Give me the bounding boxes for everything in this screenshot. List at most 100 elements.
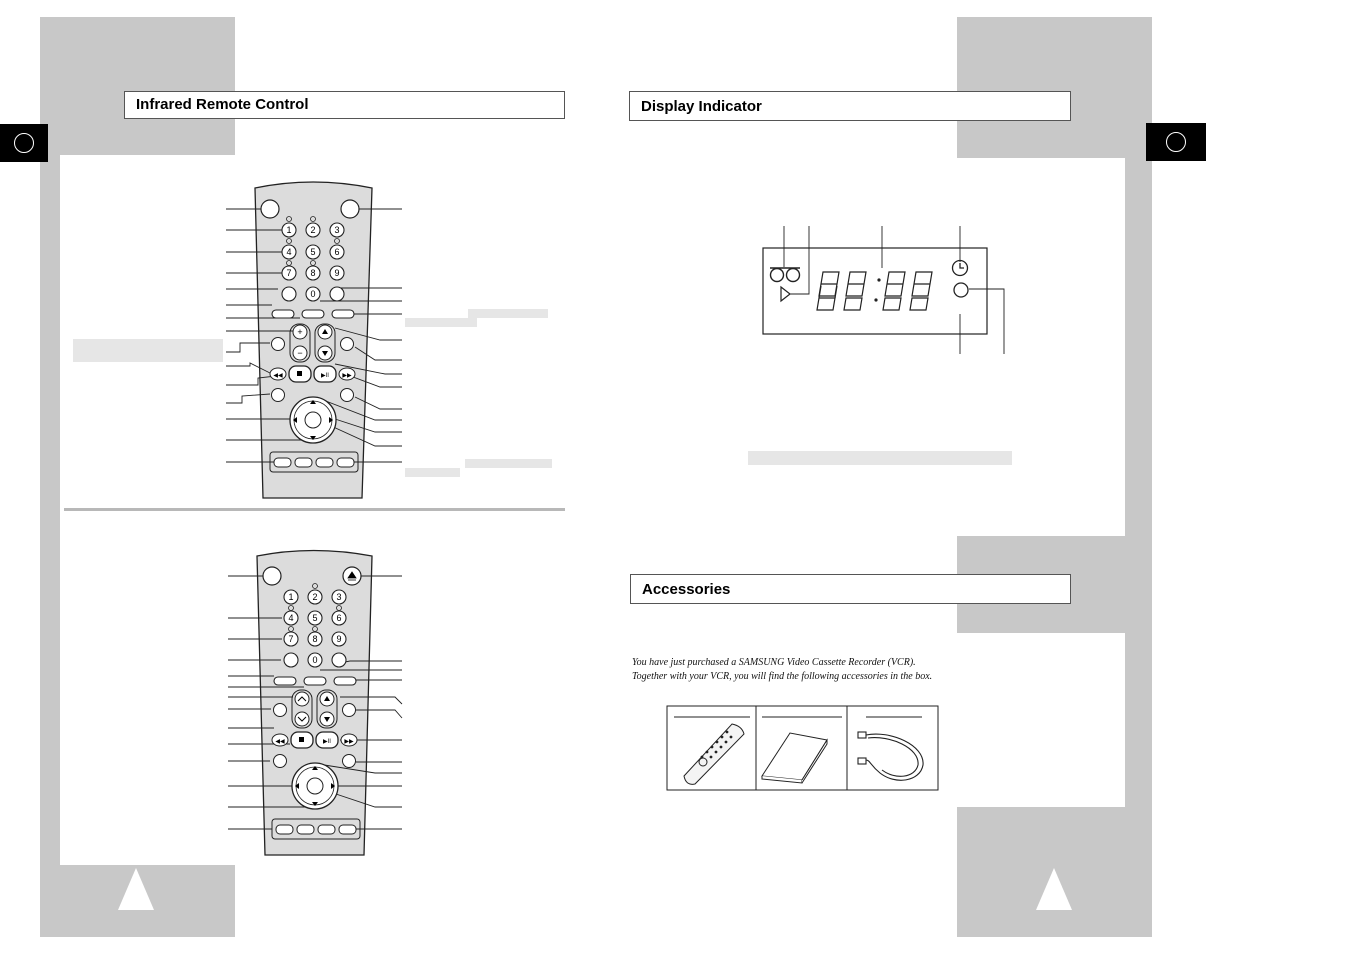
accessories-section-title: Accessories — [630, 574, 1071, 604]
key-6: 6 — [334, 247, 339, 257]
remote-section-title-text: Infrared Remote Control — [136, 96, 309, 113]
bottom-buttons — [275, 824, 357, 835]
key-mode-icons — [286, 216, 340, 266]
key-9: 9 — [336, 634, 341, 644]
circle-icon — [1166, 132, 1186, 152]
right-content-panel-top — [620, 158, 1125, 536]
keypad: 1 2 3 4 5 6 7 8 9 0 — [283, 589, 347, 668]
key-0: 0 — [312, 655, 317, 665]
callout-lines-right — [317, 575, 403, 830]
key-5: 5 — [310, 247, 315, 257]
user-manual-icon — [761, 732, 828, 784]
channel-rocker — [316, 689, 338, 729]
key-8: 8 — [310, 268, 315, 278]
keypad: 1 2 3 4 5 6 7 8 9 0 — [281, 222, 345, 302]
left-language-tab — [0, 124, 48, 162]
right-language-tab — [1146, 123, 1206, 161]
fast-forward-button — [340, 733, 358, 747]
seven-segment-digits — [816, 271, 933, 311]
bottom-button-frame — [271, 818, 361, 840]
key-2: 2 — [312, 592, 317, 602]
label-bar — [405, 318, 477, 327]
clock-icon — [951, 259, 969, 277]
remote-control-top-diagram: 1 2 3 4 5 6 7 8 9 0 + − ◀◀ ▶II ▶▶ — [226, 181, 402, 499]
display-label-bar — [748, 451, 1012, 465]
eject-icon — [347, 571, 357, 581]
volume-rocker — [289, 323, 311, 363]
small-right-button — [340, 388, 354, 402]
ok-button — [306, 777, 324, 795]
play-indicator-icon — [780, 285, 791, 303]
key-3: 3 — [336, 592, 341, 602]
accessories-intro-line1: You have just purchased a SAMSUNG Video … — [632, 657, 916, 668]
key-6: 6 — [336, 613, 341, 623]
remote-control-bottom-diagram: 1 2 3 4 5 6 7 8 9 0 ◀◀ ▶II ▶▶ — [228, 549, 403, 856]
svg-text:◀◀: ◀◀ — [273, 373, 283, 379]
label-bar — [465, 459, 552, 468]
key-2: 2 — [310, 225, 315, 235]
key-5: 5 — [312, 613, 317, 623]
right-page-marker-triangle-icon — [1036, 868, 1072, 910]
volume-up-button — [292, 324, 308, 340]
channel-rocker — [314, 323, 336, 363]
record-indicator-icon — [953, 282, 969, 298]
remote-body — [256, 549, 373, 856]
left-page-marker-triangle-icon — [118, 868, 154, 910]
key-3: 3 — [334, 225, 339, 235]
key-1: 1 — [288, 592, 293, 602]
svg-text:◀◀: ◀◀ — [275, 739, 285, 745]
display-indicator-diagram — [762, 226, 1005, 354]
bottom-buttons — [273, 457, 355, 468]
label-bar — [468, 309, 548, 318]
accessories-intro-line2: Together with your VCR, you will find th… — [632, 671, 933, 682]
rewind-button — [269, 367, 287, 381]
play-pause-button — [315, 731, 339, 749]
key-7: 7 — [286, 268, 291, 278]
remote-control-icon — [683, 723, 745, 785]
callout-lines-left — [226, 208, 310, 463]
circle-icon — [14, 133, 34, 153]
display-section-title: Display Indicator — [629, 91, 1071, 121]
callout-lines-right — [317, 208, 402, 463]
key-8: 8 — [312, 634, 317, 644]
callout-lines — [783, 226, 1005, 354]
svg-text:▶II: ▶II — [321, 373, 329, 379]
key-4: 4 — [288, 613, 293, 623]
bottom-button-frame — [269, 451, 359, 473]
rewind-button — [271, 733, 289, 747]
top-left-button — [262, 566, 282, 586]
key-7: 7 — [288, 634, 293, 644]
rf-cable-icon — [857, 731, 924, 781]
svg-text:+: + — [297, 327, 302, 337]
accessories-table — [666, 705, 939, 791]
oval-buttons-row — [273, 676, 357, 686]
key-4: 4 — [286, 247, 291, 257]
display-panel — [762, 247, 988, 335]
volume-down-button — [292, 345, 308, 361]
accessories-section-title-text: Accessories — [642, 581, 731, 598]
key-9: 9 — [334, 268, 339, 278]
display-section-title-text: Display Indicator — [641, 98, 762, 115]
svg-text:−: − — [297, 348, 302, 358]
svg-text:▶▶: ▶▶ — [342, 373, 352, 379]
ok-button — [304, 411, 322, 429]
power-button — [340, 199, 360, 219]
up-down-rocker — [291, 689, 313, 729]
key-0: 0 — [310, 289, 315, 299]
section-divider — [64, 508, 565, 511]
label-bar — [405, 468, 460, 477]
svg-text:▶▶: ▶▶ — [344, 739, 354, 745]
cassette-icon — [769, 267, 801, 283]
top-left-button — [260, 199, 280, 219]
key-mode-icons — [288, 583, 342, 632]
oval-buttons-row — [271, 309, 355, 319]
key-1: 1 — [286, 225, 291, 235]
remote-section-title: Infrared Remote Control — [124, 91, 565, 119]
play-pause-button — [313, 365, 337, 383]
fast-forward-button — [338, 367, 356, 381]
svg-text:▶II: ▶II — [323, 739, 331, 745]
label-bar — [73, 339, 223, 362]
side-right-button — [340, 337, 354, 351]
side-left-button — [271, 337, 285, 351]
small-left-button — [271, 388, 285, 402]
